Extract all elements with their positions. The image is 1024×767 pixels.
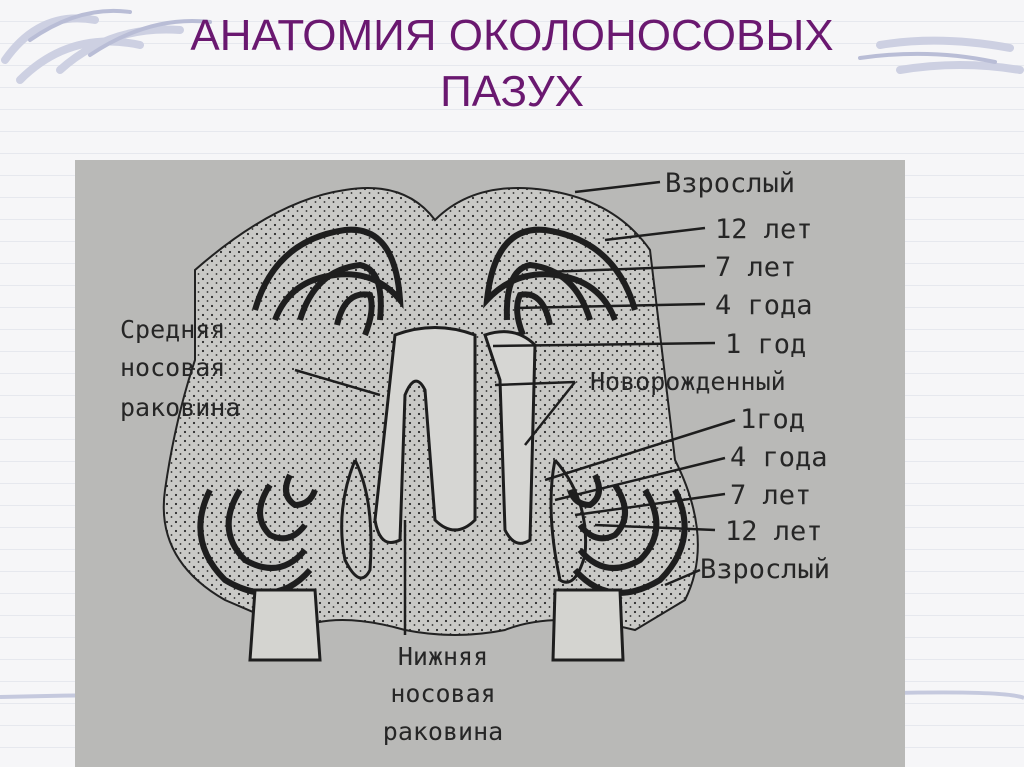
frontal-label-7: 7 лет xyxy=(715,252,796,283)
maxillary-age-labels: 1год 4 года 7 лет 12 лет Взрослый xyxy=(700,404,830,585)
maxillary-label-7: 7 лет xyxy=(730,480,811,511)
decorative-swirl-top xyxy=(1,8,1024,84)
right-maxillary-sinus xyxy=(567,473,688,596)
title-line-1: АНАТОМИЯ ОКОЛОНОСОВЫХ xyxy=(190,11,834,60)
maxillary-label-12: 12 лет xyxy=(725,516,823,547)
frontal-age-labels: Взрослый 12 лет 7 лет 4 года 1 год xyxy=(665,168,813,360)
teeth xyxy=(248,588,625,662)
middle-turbinate-line-1: Средняя xyxy=(120,315,225,344)
middle-turbinate-line-2: носовая xyxy=(120,353,225,382)
newborn-label: Новорожденный xyxy=(590,367,786,396)
maxillary-label-4: 4 года xyxy=(730,442,828,473)
sinus-anatomy-figure: Средняя носовая раковина Взрослый 12 лет… xyxy=(75,160,905,767)
title-line-2: ПАЗУХ xyxy=(440,67,584,116)
middle-turbinate-label: Средняя носовая раковина xyxy=(120,315,240,422)
slide-title: АНАТОМИЯ ОКОЛОНОСОВЫХ ПАЗУХ xyxy=(0,8,1024,120)
middle-turbinate-line-3: раковина xyxy=(120,393,240,422)
frontal-label-4: 4 года xyxy=(715,290,813,321)
maxillary-label-1: 1год xyxy=(740,404,805,435)
left-maxillary-sinus xyxy=(197,473,318,596)
inferior-turbinate-line-3: раковина xyxy=(383,717,503,746)
inferior-turbinate-line-1: Нижняя xyxy=(398,642,488,671)
nasal-septum xyxy=(373,326,537,545)
frontal-label-1: 1 год xyxy=(725,329,806,360)
inferior-turbinate-line-2: носовая xyxy=(390,679,495,708)
left-frontal-sinus xyxy=(252,226,404,337)
inferior-turbinate-label: Нижняя носовая раковина xyxy=(383,642,503,746)
sinus-drawing: Средняя носовая раковина Взрослый 12 лет… xyxy=(120,168,830,746)
leader-lines xyxy=(294,180,736,635)
maxillary-label-adult: Взрослый xyxy=(700,554,830,585)
frontal-label-adult: Взрослый xyxy=(665,168,795,199)
frontal-label-12: 12 лет xyxy=(715,214,813,245)
